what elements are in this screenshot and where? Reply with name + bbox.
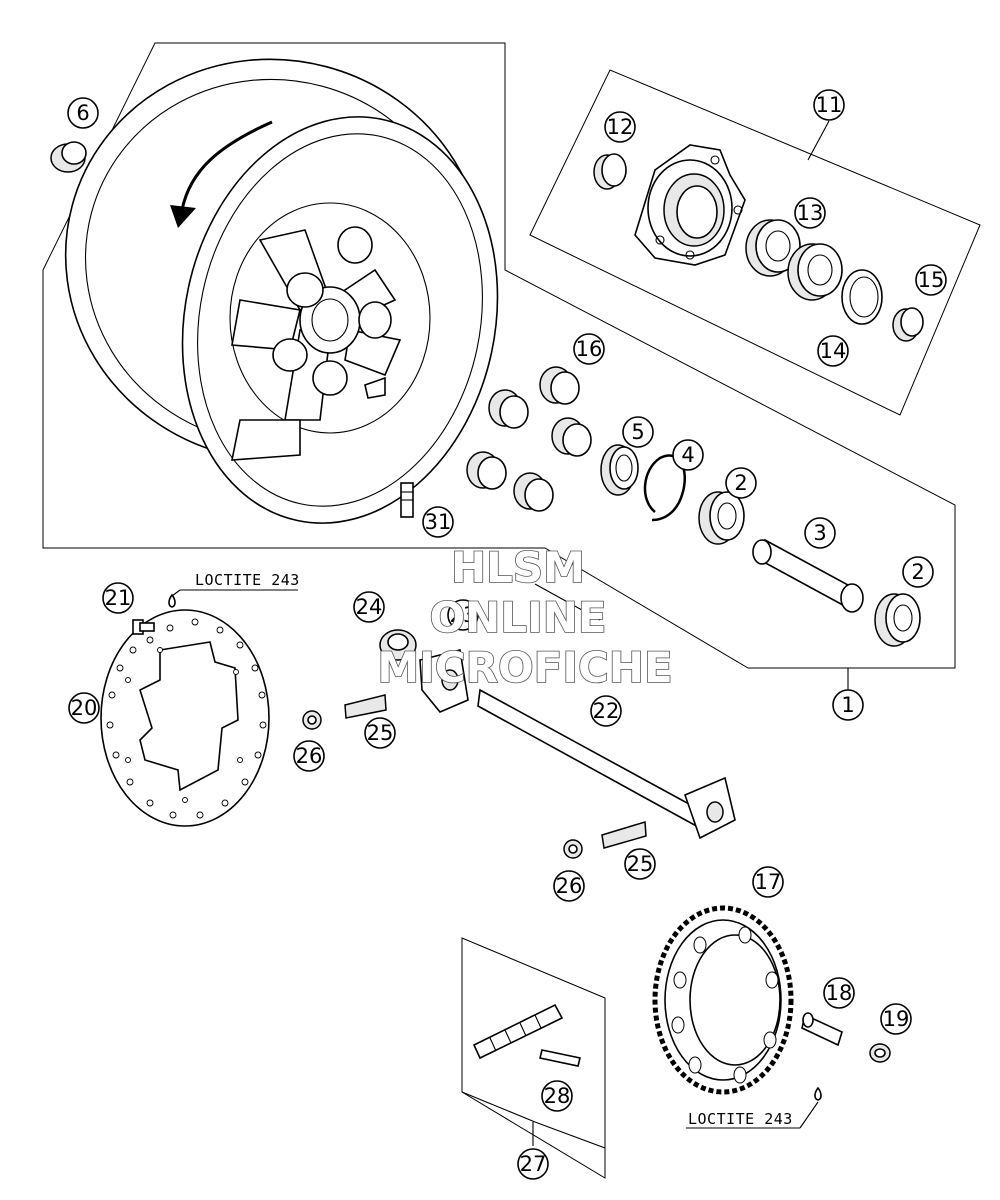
loctite-label-top: LOCTITE 243 — [171, 571, 300, 597]
adjuster-screw-part-25-lower — [601, 821, 647, 849]
svg-text:24: 24 — [356, 595, 383, 619]
svg-text:5: 5 — [631, 420, 644, 444]
svg-text:17: 17 — [755, 870, 782, 894]
svg-text:3: 3 — [813, 521, 826, 545]
bearing-part-2-upper — [698, 491, 745, 545]
sprocket-carrier-part-11 — [634, 144, 746, 266]
callout-2: 2 — [902, 556, 934, 588]
svg-text:21: 21 — [105, 586, 132, 610]
callout-5: 5 — [622, 416, 654, 448]
watermark-line-2: ONLINE — [429, 593, 606, 642]
chain-frame — [461, 937, 606, 1179]
svg-text:6: 6 — [76, 101, 89, 125]
spacer-tube-part-3 — [752, 538, 864, 613]
callout-16: 16 — [573, 333, 605, 365]
svg-text:22: 22 — [593, 699, 620, 723]
shaft-seal-part-5 — [600, 444, 639, 496]
svg-text:14: 14 — [820, 339, 847, 363]
callout-25: 25 — [624, 848, 656, 880]
callout-25: 25 — [364, 717, 396, 749]
spacer-part-15 — [892, 307, 924, 342]
watermark-line-3: MICROFICHE — [377, 643, 672, 692]
svg-text:26: 26 — [556, 874, 583, 898]
spacer-part-6 — [50, 141, 87, 173]
nut-part-24 — [379, 629, 417, 661]
callout-1: 1 — [832, 689, 864, 721]
callout-2: 2 — [725, 467, 757, 499]
svg-text:28: 28 — [544, 1084, 571, 1108]
svg-text:25: 25 — [367, 721, 394, 745]
callout-20: 20 — [68, 692, 100, 724]
master-link-part-28 — [539, 1049, 581, 1067]
svg-text:25: 25 — [627, 852, 654, 876]
svg-text:18: 18 — [826, 981, 853, 1005]
wheel-spindle-part-22 — [477, 688, 736, 840]
brake-disc-part-20 — [100, 609, 270, 827]
svg-text:2: 2 — [734, 471, 747, 495]
loctite-label-text: LOCTITE 243 — [688, 1110, 793, 1128]
callout-4: 4 — [672, 439, 704, 471]
bearing-part-2-lower — [874, 593, 921, 647]
callout-14: 14 — [817, 335, 849, 367]
bearing-part-13 — [745, 219, 843, 301]
loctite-label-text: LOCTITE 243 — [195, 571, 300, 589]
svg-text:4: 4 — [681, 443, 694, 467]
nut-part-26-upper — [302, 710, 322, 730]
callout-21: 21 — [102, 582, 134, 614]
svg-text:31: 31 — [425, 510, 452, 534]
valve-part-31 — [400, 482, 414, 518]
callout-28: 28 — [541, 1080, 573, 1112]
callout-26: 26 — [553, 870, 585, 902]
watermark-line-1: HLSM — [451, 543, 585, 592]
callout-18: 18 — [823, 977, 855, 1009]
nut-part-19 — [869, 1043, 891, 1063]
svg-text:12: 12 — [607, 115, 634, 139]
svg-text:27: 27 — [520, 1152, 547, 1176]
callout-15: 15 — [915, 264, 947, 296]
callout-3: 3 — [804, 517, 836, 549]
svg-text:11: 11 — [816, 93, 843, 117]
damper-rubbers-part-16 — [466, 366, 592, 512]
callout-31: 31 — [422, 506, 454, 538]
part-callouts: 1 2 2 3 4 5 6 11 12 13 14 15 16 17 18 19… — [67, 89, 947, 1180]
callout-17: 17 — [752, 866, 784, 898]
svg-text:23: 23 — [450, 603, 477, 627]
loctite-label-bottom: LOCTITE 243 — [686, 1101, 819, 1129]
loctite-drop-icon — [168, 593, 176, 608]
svg-text:13: 13 — [797, 201, 824, 225]
spacer-part-12 — [593, 153, 627, 190]
sprocket-part-17 — [652, 905, 794, 1095]
chain-adjuster-part-23 — [419, 649, 469, 713]
svg-text:20: 20 — [71, 696, 98, 720]
bolt-part-18 — [801, 1012, 843, 1047]
nut-part-26-lower — [563, 839, 583, 859]
rear-wheel-rim — [64, 58, 499, 524]
callout-12: 12 — [604, 111, 636, 143]
chain-part-27 — [472, 1003, 564, 1060]
svg-text:2: 2 — [911, 560, 924, 584]
callout-24: 24 — [353, 591, 385, 623]
svg-text:16: 16 — [576, 337, 603, 361]
seal-ring-part-14 — [841, 269, 883, 325]
callout-19: 19 — [880, 1003, 912, 1035]
callout-22: 22 — [590, 695, 622, 727]
callout-13: 13 — [794, 197, 826, 229]
screw-part-21 — [132, 619, 155, 635]
watermark: HLSM ONLINE MICROFICHE — [377, 542, 674, 693]
wheel-assembly-frame — [42, 42, 956, 669]
svg-text:26: 26 — [296, 744, 323, 768]
svg-text:15: 15 — [918, 268, 945, 292]
svg-text:19: 19 — [883, 1007, 910, 1031]
adjuster-screw-part-25-upper — [344, 694, 387, 719]
svg-text:1: 1 — [841, 693, 854, 717]
callout-27: 27 — [517, 1148, 549, 1180]
loctite-drop-icon — [814, 1086, 822, 1101]
leader-lines — [461, 120, 849, 1149]
callout-6: 6 — [67, 97, 99, 129]
callout-26: 26 — [293, 740, 325, 772]
callout-23: 23 — [447, 599, 479, 631]
hub-assembly-frame — [529, 69, 981, 416]
callout-11: 11 — [813, 89, 845, 121]
